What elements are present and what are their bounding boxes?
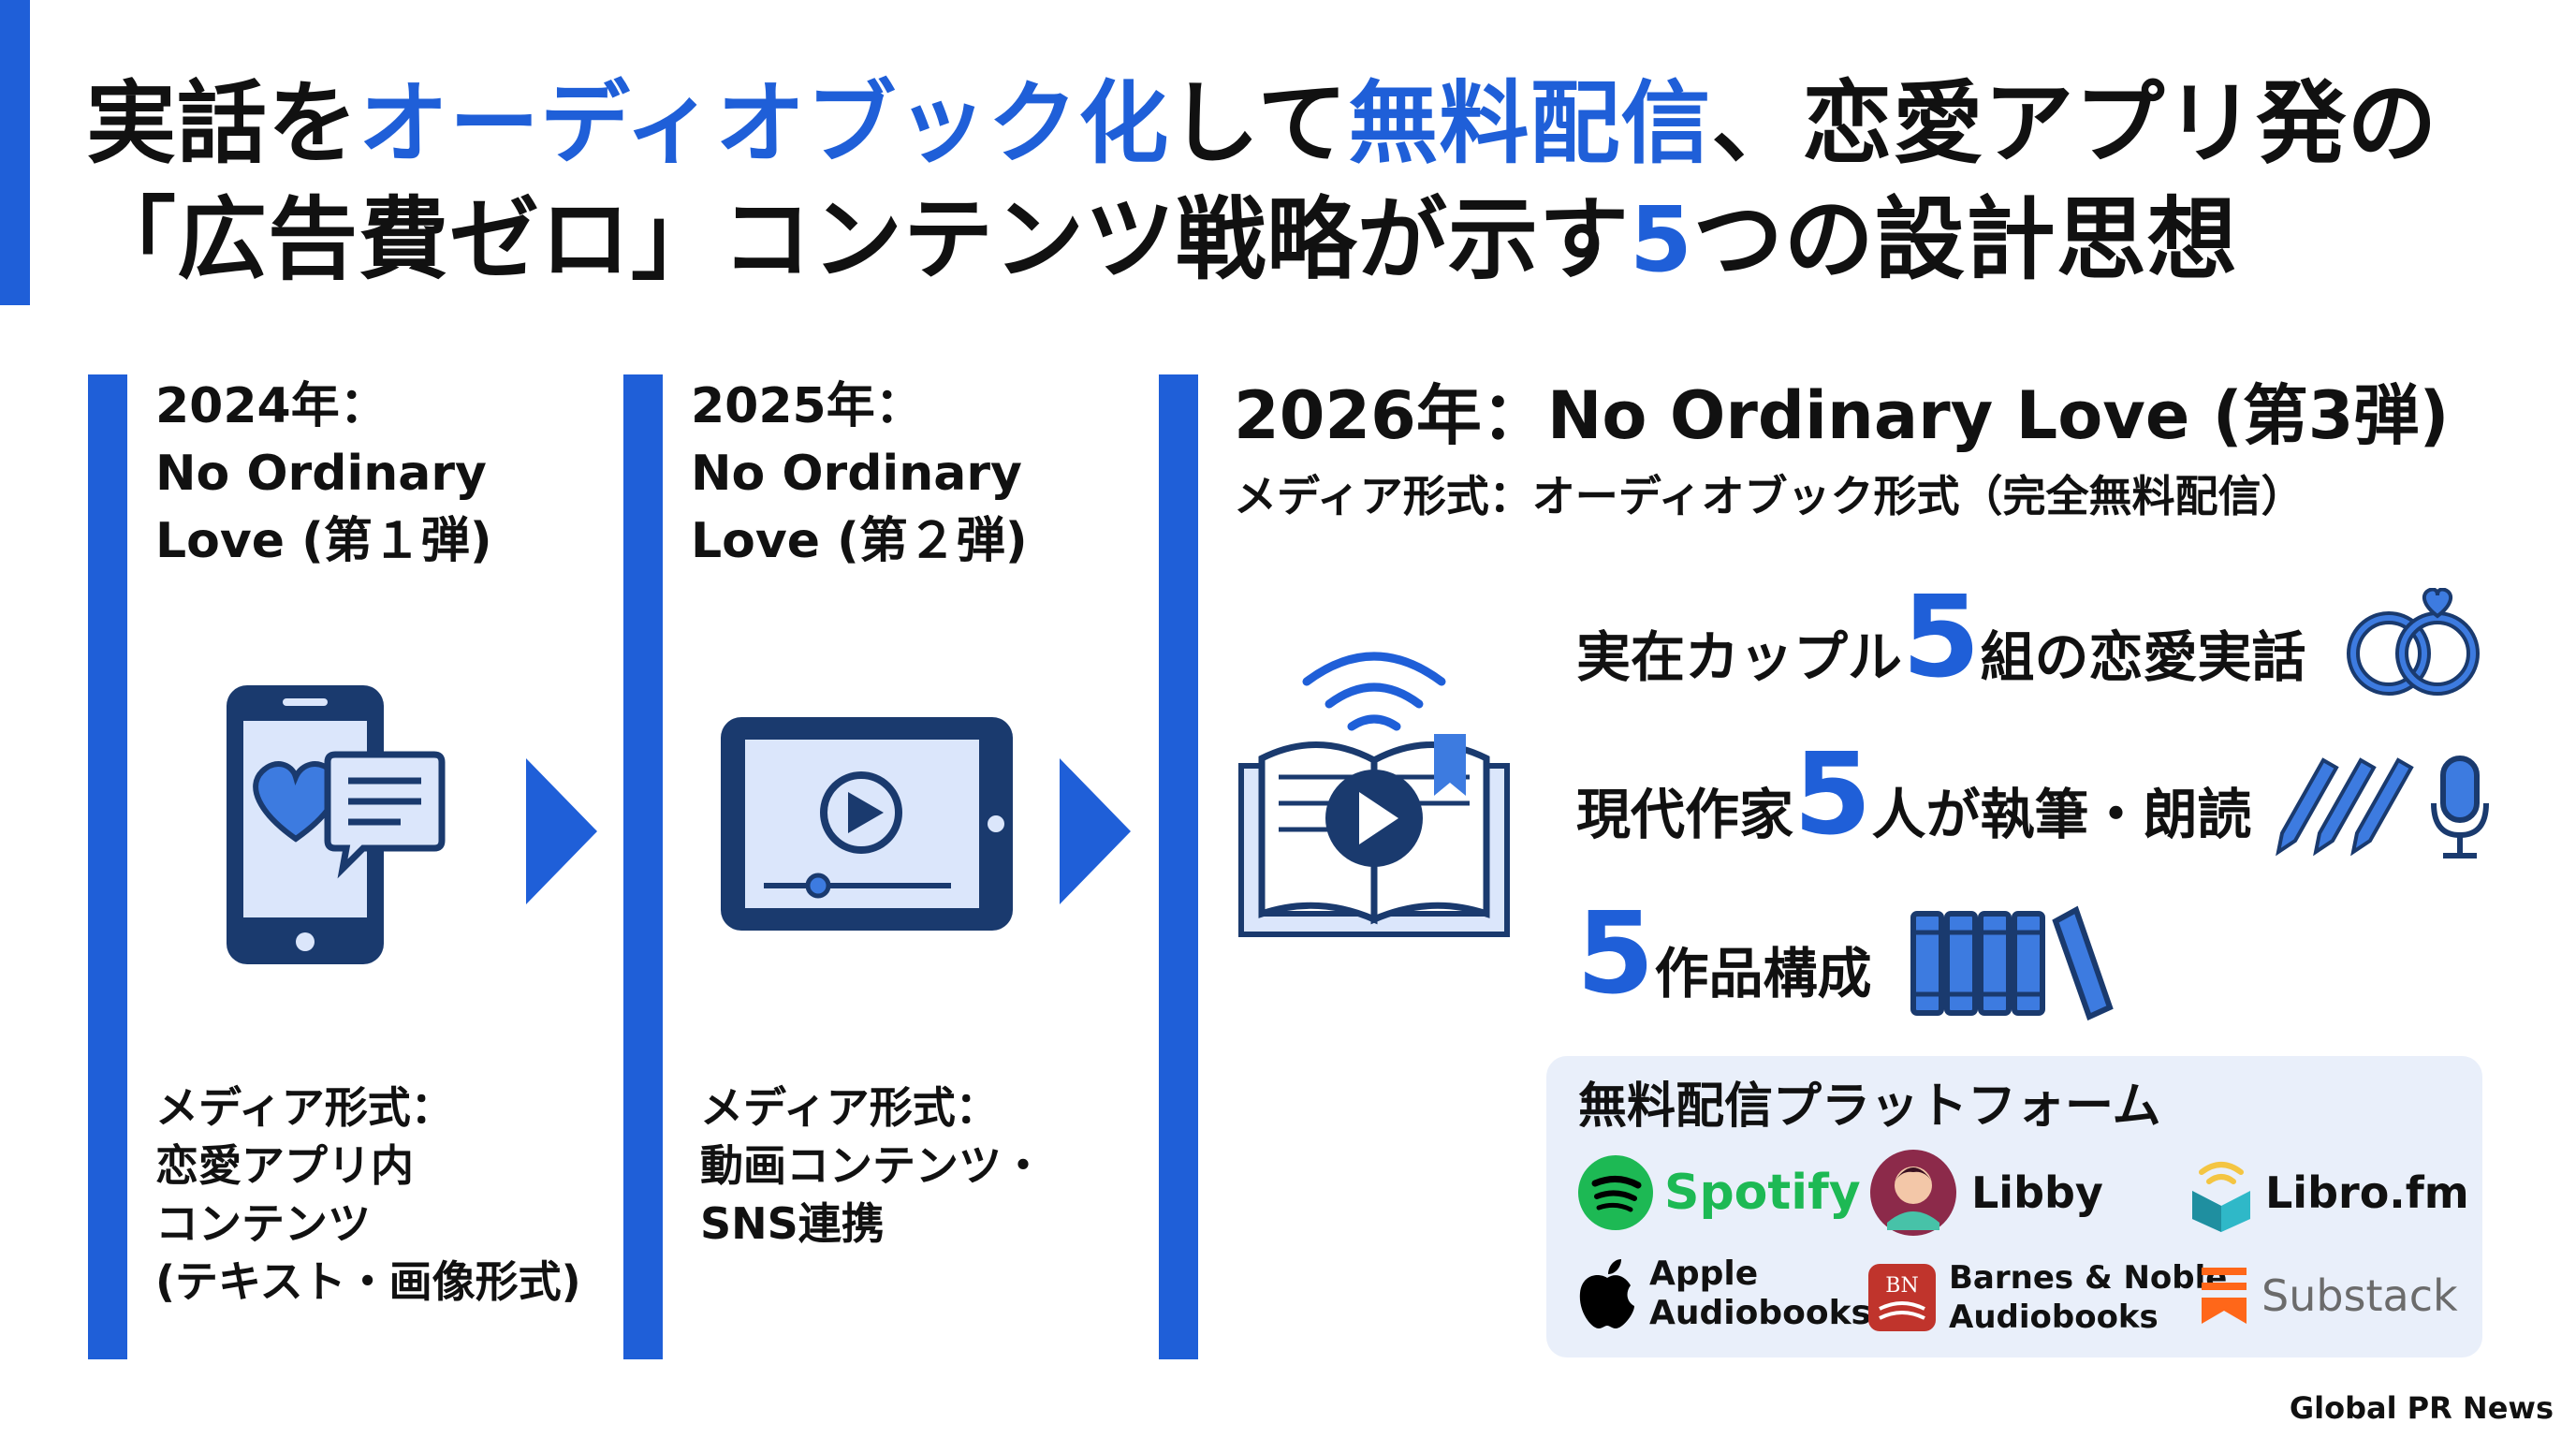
platform-name: Substack	[2261, 1270, 2458, 1321]
title-segment: して	[1169, 71, 1349, 176]
spotify-icon	[1578, 1155, 1653, 1230]
timeline-media-2024: メディア形式： 恋愛アプリ内 コンテンツ (テキスト・画像形式)	[155, 1078, 581, 1311]
media-line: メディア形式：	[700, 1082, 999, 1133]
feature-suffix: 作品構成	[1654, 942, 1872, 1005]
smartphone-chat-heart-icon	[227, 685, 446, 964]
platform-substack[interactable]: Substack	[2200, 1266, 2458, 1326]
title-line: No Ordinary	[691, 446, 1022, 502]
title-segment: 「広告費ゼロ」コンテンツ戦略が示す	[86, 187, 1630, 292]
libro-fm-icon	[2192, 1162, 2250, 1232]
platform-apple-audiobooks[interactable]: Apple Audiobooks	[1576, 1255, 1871, 1333]
books-icon	[1910, 905, 2114, 1020]
timeline-arrow-icon	[526, 758, 597, 904]
platform-title: 無料配信プラットフォーム	[1578, 1078, 2161, 1135]
svg-text:BN: BN	[1885, 1274, 1918, 1298]
timeline-arrow-icon	[1060, 758, 1131, 904]
media-line: メディア形式：	[155, 1082, 454, 1133]
title-line: Love (第１弾)	[155, 513, 492, 569]
title-segment-accent: 5	[1630, 187, 1693, 292]
platform-panel	[1546, 1056, 2482, 1357]
feature-number: 5	[1576, 889, 1655, 1020]
title-accent-bar	[0, 0, 30, 305]
platform-name-line: Apple	[1649, 1255, 1759, 1293]
tablet-video-play-icon	[721, 717, 1013, 931]
timeline-media-2025: メディア形式： 動画コンテンツ・ SNS連携	[700, 1078, 1045, 1253]
wedding-rings-icon	[2347, 588, 2480, 696]
timeline-bar-2025	[623, 374, 663, 1359]
timeline-title-2025: 2025年： No Ordinary Love (第２弾)	[691, 373, 1028, 575]
platform-spotify[interactable]: Spotify	[1576, 1153, 1861, 1232]
current-media: メディア形式：オーディオブック形式（完全無料配信）	[1234, 471, 2305, 521]
timeline-bar-2024	[88, 374, 127, 1359]
title-line-2: 「広告費ゼロ」コンテンツ戦略が示す5つの設計思想	[86, 182, 2520, 298]
feature-prefix: 実在カップル	[1576, 625, 1903, 689]
barnes-noble-icon: BN	[1868, 1264, 1936, 1331]
platform-libro-fm[interactable]: Libro.fm	[2188, 1153, 2469, 1232]
feature-prefix: 現代作家	[1576, 783, 1794, 846]
title-line: 2025年：	[691, 378, 924, 434]
media-line: コンテンツ	[155, 1198, 371, 1249]
title-segment: 実話を	[86, 71, 359, 176]
title-segment: つの設計思想	[1692, 187, 2238, 292]
footer-source: Global PR News	[2289, 1390, 2554, 1426]
title-line: 2024年：	[155, 378, 388, 434]
title-segment-accent: 無料配信	[1348, 71, 1712, 176]
platform-name-block: Apple Audiobooks	[1649, 1255, 1871, 1333]
timeline-bar-2026	[1159, 374, 1198, 1359]
media-line: (テキスト・画像形式)	[155, 1256, 581, 1307]
title-line: No Ordinary	[155, 446, 487, 502]
title-segment: 、恋愛アプリ発の	[1711, 71, 2438, 176]
current-title: 2026年：No Ordinary Love (第3弾)	[1234, 377, 2450, 454]
platform-libby[interactable]: Libby	[1868, 1148, 2103, 1238]
page-title: 実話をオーディオブック化して無料配信、恋愛アプリ発の 「広告費ゼロ」コンテンツ戦…	[86, 66, 2520, 298]
apple-icon	[1579, 1259, 1634, 1328]
feature-number: 5	[1793, 730, 1872, 860]
pens-microphone-icon	[2276, 756, 2489, 858]
platform-name-line: Audiobooks	[1949, 1299, 2159, 1336]
platform-name: Libby	[1971, 1167, 2103, 1218]
audiobook-open-book-play-icon	[1238, 652, 1510, 937]
feature-suffix: 組の恋愛実話	[1980, 625, 2306, 689]
platform-barnes-noble[interactable]: BN Barnes & Noble Audiobooks	[1866, 1258, 2227, 1337]
media-line: 動画コンテンツ・	[700, 1140, 1045, 1191]
title-line-1: 実話をオーディオブック化して無料配信、恋愛アプリ発の	[86, 66, 2520, 182]
platform-name: Libro.fm	[2265, 1167, 2469, 1218]
feature-suffix: 人が執筆・朗読	[1871, 783, 2252, 846]
platform-name-line: Audiobooks	[1649, 1294, 1871, 1332]
title-line: Love (第２弾)	[691, 513, 1028, 569]
libby-icon	[1870, 1150, 1956, 1236]
media-line: 恋愛アプリ内	[155, 1140, 414, 1191]
media-line: SNS連携	[700, 1198, 885, 1249]
timeline-title-2024: 2024年： No Ordinary Love (第１弾)	[155, 373, 492, 575]
platform-name-block: Barnes & Noble Audiobooks	[1949, 1258, 2227, 1337]
feature-number: 5	[1902, 573, 1981, 703]
platform-name-line: Barnes & Noble	[1949, 1259, 2228, 1297]
title-segment-accent: オーディオブック化	[359, 71, 1170, 176]
substack-icon	[2202, 1268, 2247, 1324]
platform-name: Spotify	[1664, 1165, 1861, 1221]
